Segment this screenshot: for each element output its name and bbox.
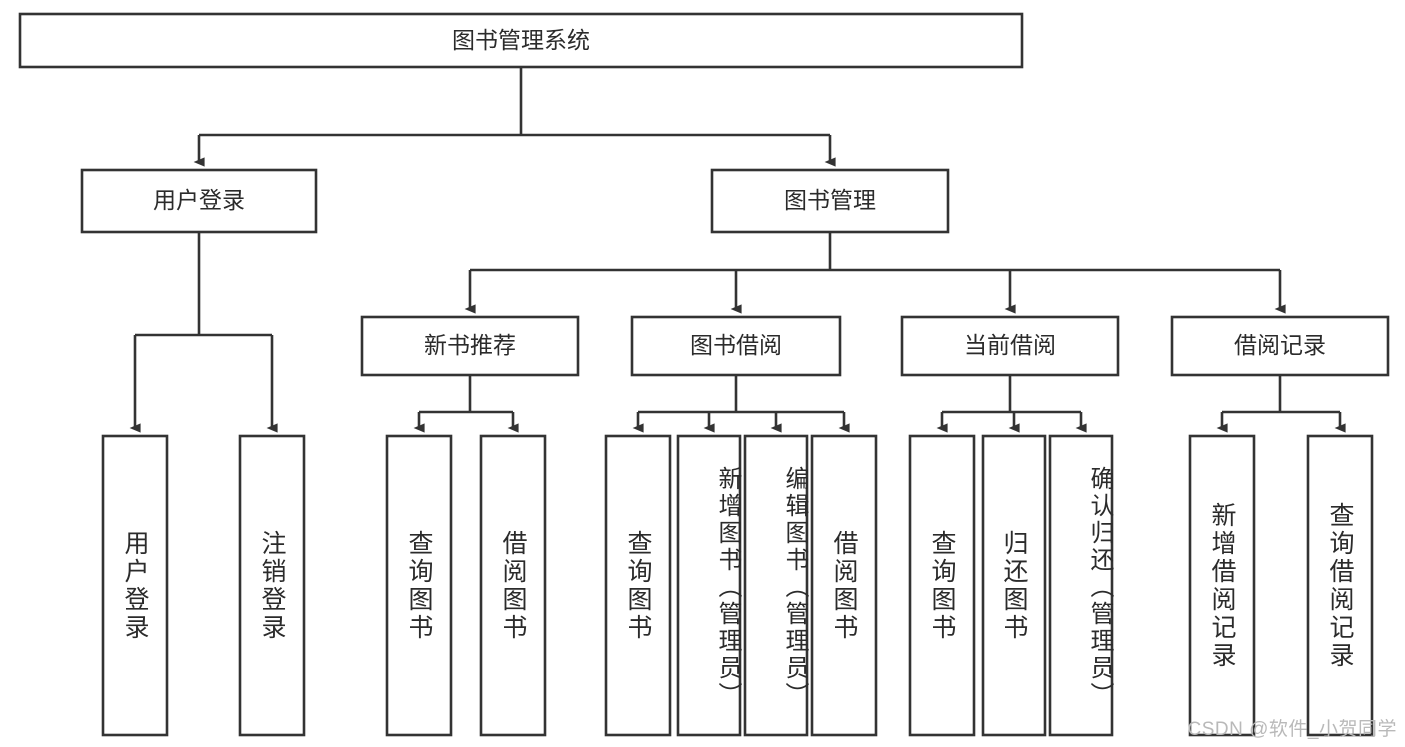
node-label-user-login: 用户登录 bbox=[153, 187, 245, 213]
node-label-borrow-record: 借阅记录 bbox=[1234, 332, 1326, 358]
node-label-current-borrow: 当前借阅 bbox=[964, 332, 1056, 358]
node-box-leaf-query-book-2[interactable] bbox=[604, 434, 672, 737]
node-label-book-borrow: 图书借阅 bbox=[690, 332, 782, 358]
node-box-leaf-return-book[interactable] bbox=[981, 434, 1047, 737]
node-box-leaf-query-record[interactable] bbox=[1306, 434, 1374, 737]
node-label-book-manage: 图书管理 bbox=[784, 187, 876, 213]
node-box-book-borrow[interactable] bbox=[630, 315, 842, 377]
node-box-book-manage[interactable] bbox=[710, 168, 950, 234]
node-box-leaf-query-book-1[interactable] bbox=[385, 434, 453, 737]
node-box-new-book-rec[interactable] bbox=[360, 315, 580, 377]
node-box-leaf-borrow-book-1[interactable] bbox=[479, 434, 547, 737]
node-box-leaf-confirm-return[interactable] bbox=[1048, 434, 1114, 737]
node-box-leaf-logout-login[interactable] bbox=[238, 434, 306, 737]
node-label-root: 图书管理系统 bbox=[452, 27, 590, 53]
node-layer: 图书管理系统 用户登录 图书管理 新书推荐 图书借阅 当前借阅 借阅记录 bbox=[18, 12, 1390, 737]
node-box-leaf-user-login[interactable] bbox=[101, 434, 169, 737]
node-box-leaf-add-record[interactable] bbox=[1188, 434, 1256, 737]
node-box-leaf-edit-book[interactable] bbox=[743, 434, 809, 737]
connector-layer bbox=[129, 67, 1346, 433]
node-box-borrow-record[interactable] bbox=[1170, 315, 1390, 377]
node-box-user-login[interactable] bbox=[80, 168, 318, 234]
csdn-watermark: CSDN @软件_小贺同学 bbox=[1187, 719, 1397, 740]
node-box-leaf-add-book[interactable] bbox=[676, 434, 742, 737]
node-box-leaf-query-book-3[interactable] bbox=[908, 434, 976, 737]
node-box-root[interactable] bbox=[18, 12, 1024, 69]
node-box-leaf-borrow-book-2[interactable] bbox=[810, 434, 878, 737]
node-box-current-borrow[interactable] bbox=[900, 315, 1120, 377]
node-label-new-book-rec: 新书推荐 bbox=[424, 332, 516, 358]
